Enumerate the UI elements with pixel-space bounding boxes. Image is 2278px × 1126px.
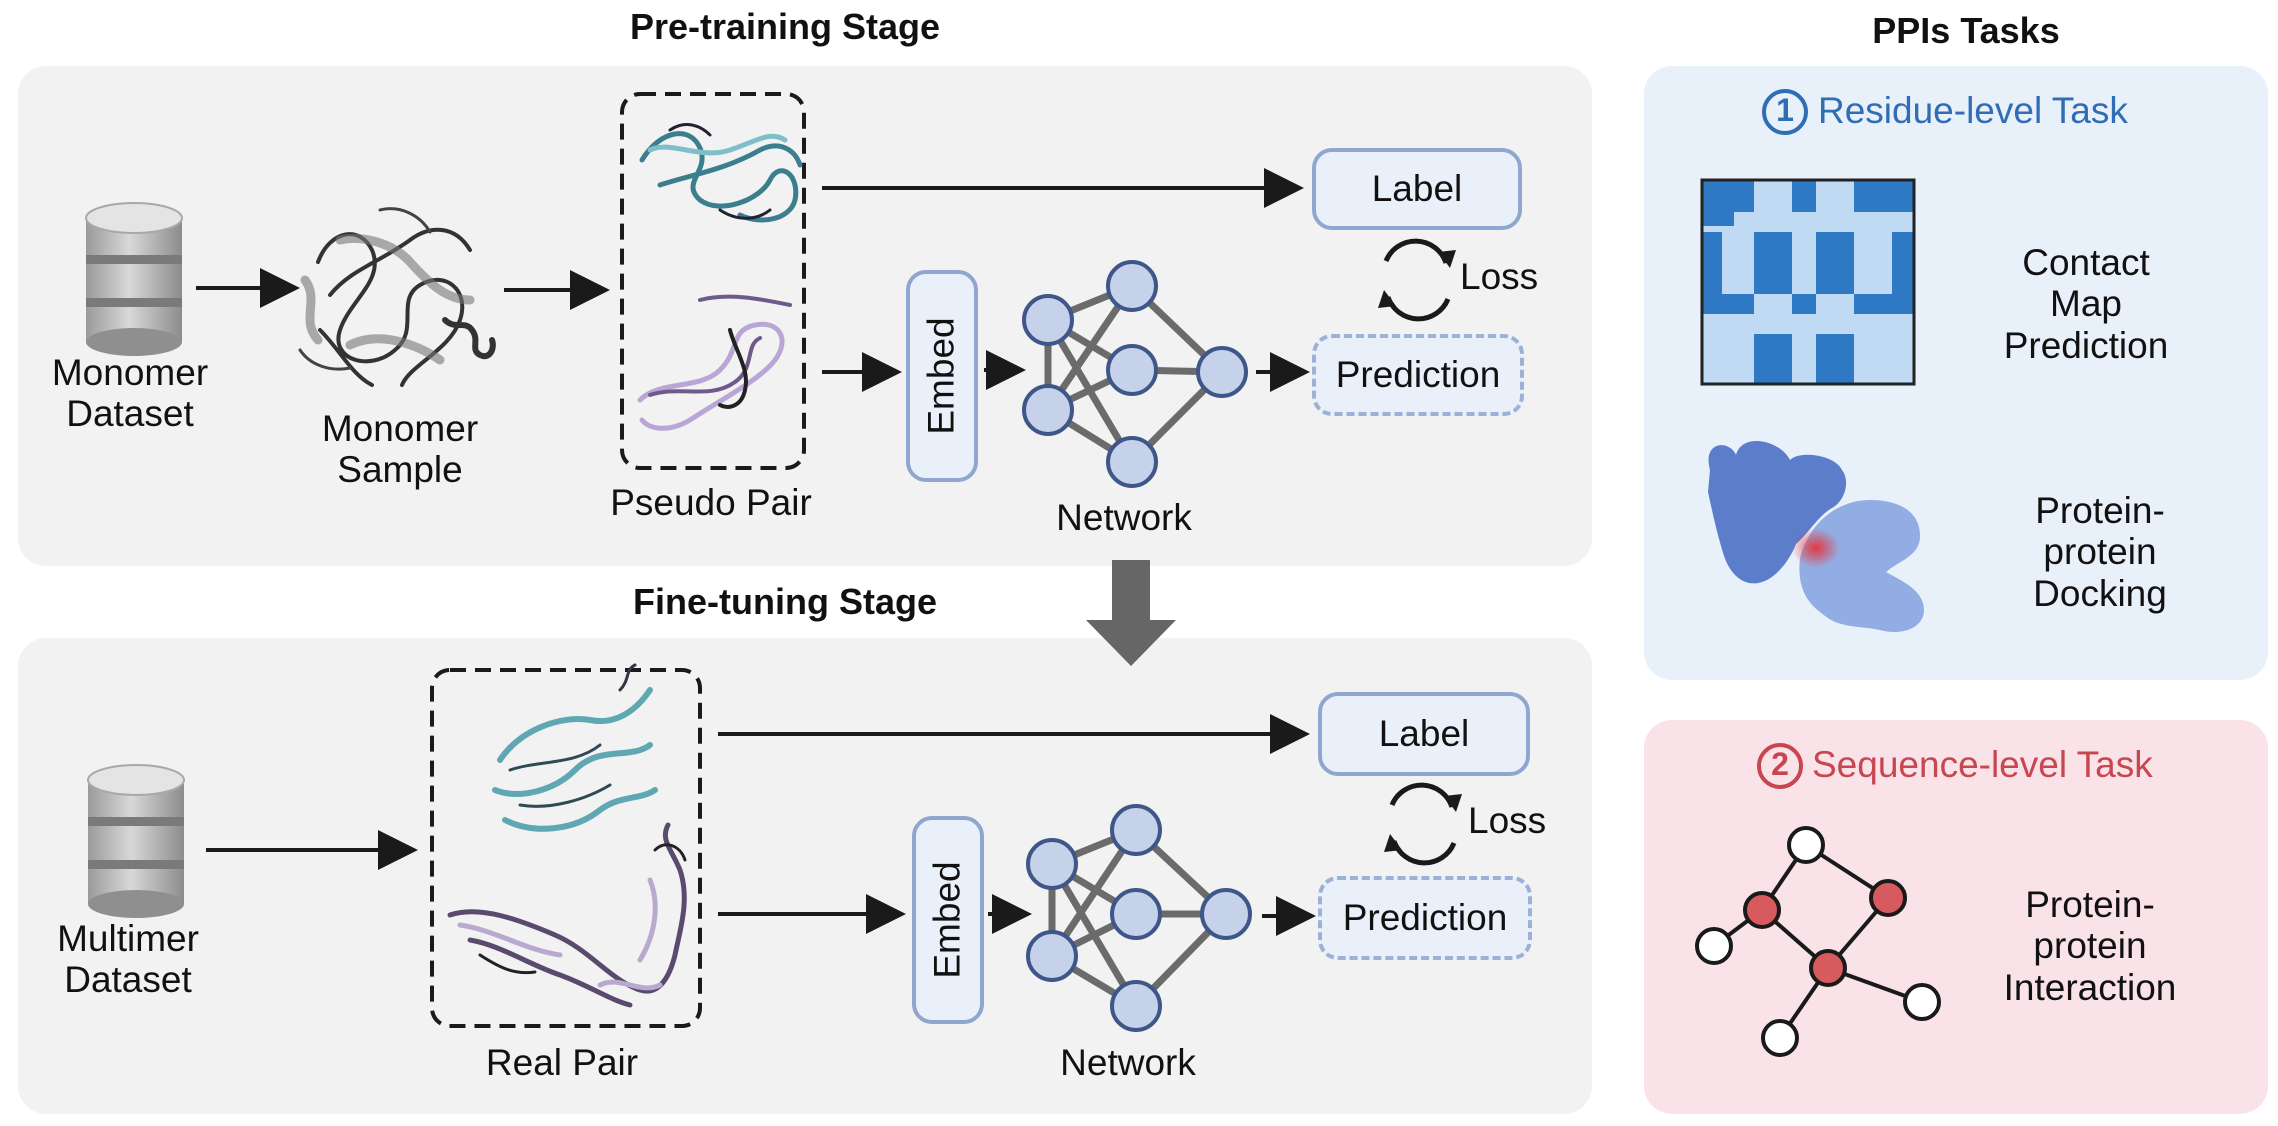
residue-task-number: 1	[1776, 92, 1794, 128]
finetune-network-label: Network	[1060, 1042, 1196, 1083]
interaction-graph-icon	[1695, 826, 1941, 1057]
contact-map-prediction-label: Contact Map Prediction	[2003, 242, 2169, 366]
pretrain-embed-block: Embed	[906, 270, 978, 482]
multimer-database-icon	[87, 764, 185, 918]
pseudo-pair-label: Pseudo Pair	[610, 482, 812, 523]
pseudo-pair-dashed-box	[620, 92, 806, 470]
real-pair-dashed-box	[430, 668, 702, 1028]
sequence-number-circle-icon	[1757, 743, 1803, 789]
monomer-protein-structure-icon	[298, 207, 496, 387]
pretrain-network-label: Network	[1056, 497, 1192, 538]
finetune-loss-label: Loss	[1468, 800, 1547, 841]
real-pair-protein-a-icon	[492, 663, 658, 832]
protein-interaction-label: Protein-protein Interaction	[2003, 884, 2177, 1008]
contact-map-icon	[1700, 178, 1916, 386]
pseudo-pair-protein-b-icon	[637, 294, 792, 431]
finetune-embed-label: Embed	[927, 861, 969, 979]
multimer-dataset-label: Multimer Dataset	[57, 918, 199, 1001]
finetuning-title: Fine-tuning Stage	[633, 581, 937, 622]
monomer-sample-label: Monomer Sample	[321, 408, 479, 491]
pseudo-pair-protein-a-icon	[639, 123, 803, 223]
pretrain-embed-label: Embed	[921, 317, 963, 435]
protein-docking-icon	[1708, 441, 1924, 632]
pretraining-arrows	[196, 168, 1310, 392]
pretrain-prediction-box: Prediction	[1312, 334, 1524, 416]
sequence-task-title: Sequence-level Task	[1812, 744, 2153, 785]
residue-number-circle-icon	[1762, 89, 1808, 135]
real-pair-protein-b-icon	[447, 822, 687, 1008]
finetuning-arrows	[206, 714, 1316, 936]
pretrain-label-box: Label	[1312, 148, 1522, 230]
finetune-network-icon	[1026, 804, 1252, 1032]
monomer-dataset-label: Monomer Dataset	[51, 352, 209, 435]
stage-transition-arrow-icon	[1086, 560, 1176, 666]
residue-task-title: Residue-level Task	[1818, 90, 2128, 131]
pretrain-network-icon	[1022, 260, 1248, 488]
tasks-title: PPIs Tasks	[1872, 10, 2060, 51]
real-pair-label: Real Pair	[485, 1042, 639, 1083]
sequence-task-number: 2	[1771, 746, 1789, 782]
finetune-loss-cycle-icon	[1384, 782, 1462, 866]
pretraining-title: Pre-training Stage	[629, 6, 941, 47]
pretrain-loss-label: Loss	[1460, 256, 1539, 297]
finetune-prediction-box: Prediction	[1318, 876, 1532, 960]
finetune-label-box: Label	[1318, 692, 1530, 776]
pretrain-loss-cycle-icon	[1378, 238, 1456, 322]
protein-docking-label: Protein-protein Docking	[2033, 490, 2167, 614]
finetune-embed-block: Embed	[912, 816, 984, 1024]
monomer-database-icon	[85, 202, 183, 356]
